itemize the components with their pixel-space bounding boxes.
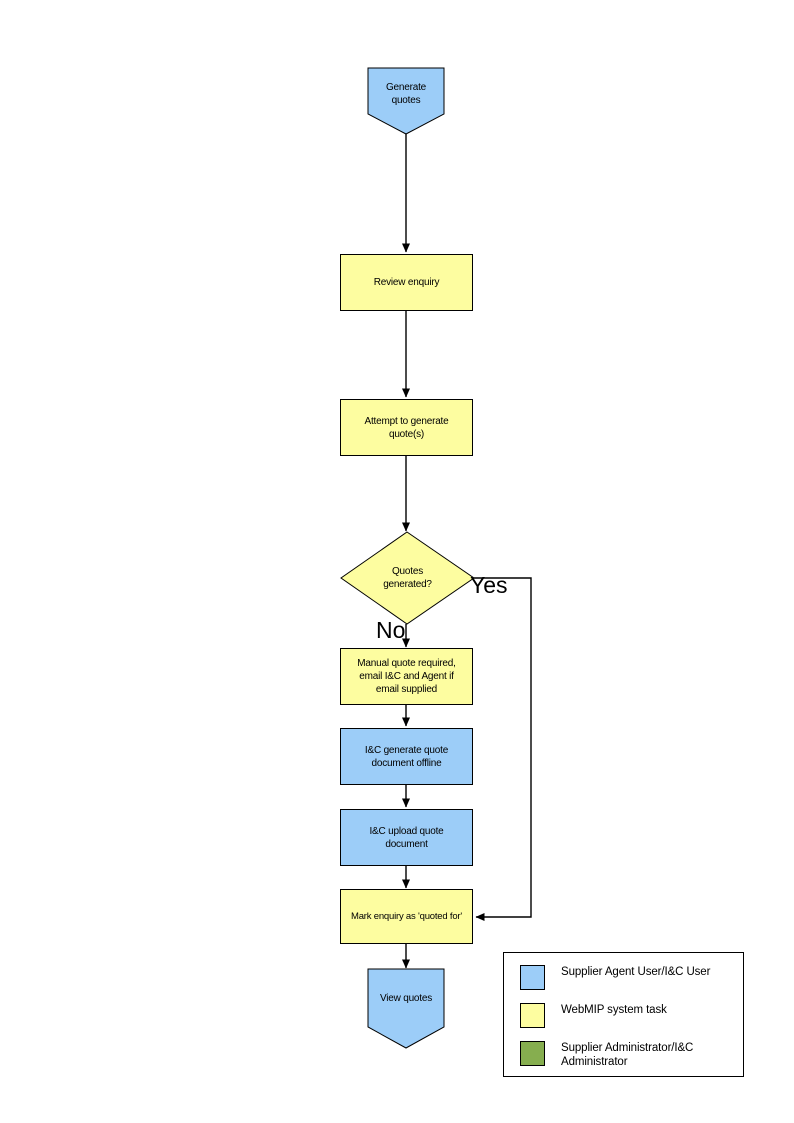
- node-ic-generate-doc[interactable]: I&C generate quote document offline: [340, 728, 473, 785]
- legend: Supplier Agent User/I&C User WebMIP syst…: [503, 952, 744, 1077]
- legend-swatch-green: [520, 1041, 545, 1066]
- edge-decision-yes-to-mark: [474, 577, 532, 921]
- node-generate-quotes[interactable]: Generate quotes: [368, 68, 444, 120]
- node-view-quotes[interactable]: View quotes: [368, 969, 444, 1027]
- legend-swatch-blue: [520, 965, 545, 990]
- node-shape-view-quotes: [367, 968, 445, 1049]
- edge-label-yes: Yes: [470, 572, 508, 598]
- node-label-attempt-generate: Attempt to generate quote(s): [364, 415, 449, 440]
- legend-item-supplier-agent: Supplier Agent User/I&C User: [520, 965, 710, 990]
- node-review-enquiry[interactable]: Review enquiry: [340, 254, 473, 311]
- node-label-manual-quote: Manual quote required, email I&C and Age…: [357, 658, 456, 695]
- node-shape-generate-quotes: [367, 67, 445, 135]
- node-label-review-enquiry: Review enquiry: [373, 277, 440, 288]
- node-mark-quoted-for[interactable]: Mark enquiry as 'quoted for': [340, 889, 473, 944]
- node-label-mark-quoted-for: Mark enquiry as 'quoted for': [350, 911, 463, 922]
- node-label-ic-generate-doc: I&C generate quote document offline: [364, 744, 449, 769]
- legend-swatch-yellow: [520, 1003, 545, 1028]
- legend-label-supplier-admin: Supplier Administrator/I&C Administrator: [561, 1042, 694, 1068]
- node-label-ic-upload-doc: I&C upload quote document: [369, 825, 444, 850]
- node-shape-quotes-generated: [340, 531, 475, 625]
- node-label-view-quotes: View quotes: [379, 992, 433, 1004]
- legend-label-supplier-agent: Supplier Agent User/I&C User: [561, 966, 711, 978]
- legend-item-supplier-admin: Supplier Administrator/I&C Administrator: [520, 1041, 693, 1069]
- node-label-quotes-generated: Quotes generated?: [383, 566, 432, 590]
- node-ic-upload-doc[interactable]: I&C upload quote document: [340, 809, 473, 866]
- legend-item-webmip-task: WebMIP system task: [520, 1003, 667, 1028]
- legend-label-webmip-task: WebMIP system task: [561, 1004, 667, 1016]
- node-quotes-generated[interactable]: Quotes generated?: [341, 540, 474, 616]
- node-manual-quote[interactable]: Manual quote required, email I&C and Age…: [340, 648, 473, 705]
- edge-label-no: No: [376, 617, 406, 643]
- node-label-generate-quotes: Generate quotes: [385, 82, 427, 106]
- node-attempt-generate[interactable]: Attempt to generate quote(s): [340, 399, 473, 456]
